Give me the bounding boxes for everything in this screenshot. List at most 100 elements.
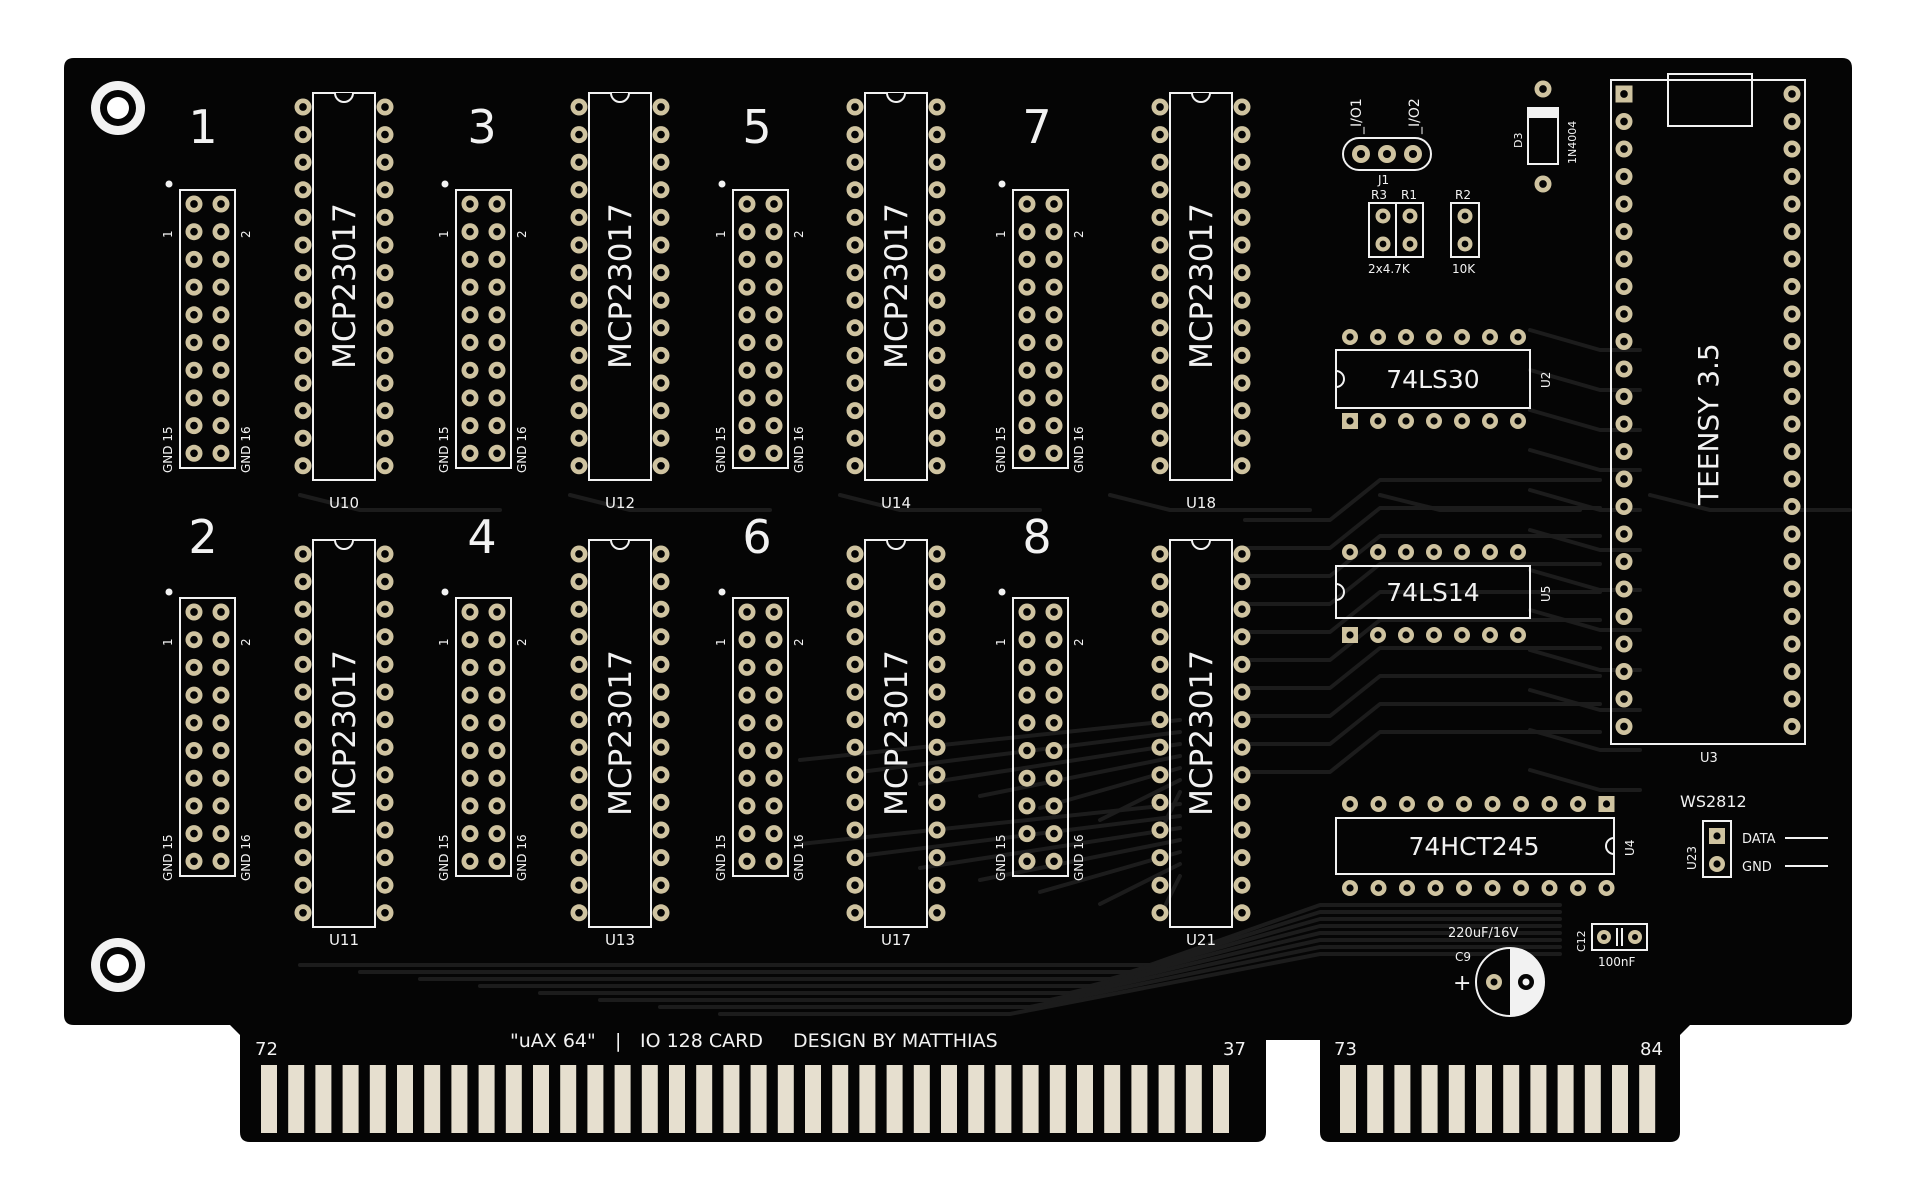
chip-u2: 74LS30 U2 xyxy=(1335,349,1553,409)
ws2812-data-label: DATA xyxy=(1742,832,1776,847)
pad-hole xyxy=(466,663,474,672)
finger xyxy=(1584,1065,1601,1133)
logic-chip-pads xyxy=(1342,329,1615,896)
finger xyxy=(941,1065,957,1133)
pad-hole xyxy=(1023,802,1031,810)
pad-hole xyxy=(1620,667,1628,676)
pad-hole xyxy=(381,577,389,586)
pad-hole xyxy=(466,746,474,755)
pad-hole xyxy=(575,632,583,641)
pad-hole xyxy=(1156,770,1164,779)
pad-hole xyxy=(1620,227,1628,236)
pad-hole xyxy=(1238,296,1246,305)
pad-hole xyxy=(217,366,225,375)
pad-hole xyxy=(657,632,665,641)
gnd15-label: GND 15 xyxy=(994,834,1008,881)
pad-hole xyxy=(217,746,225,755)
pad-hole xyxy=(1238,158,1246,167)
pad-hole xyxy=(1620,475,1628,483)
pad-hole xyxy=(1620,557,1628,566)
trace xyxy=(798,802,1182,846)
pad-hole xyxy=(493,338,501,347)
finger xyxy=(261,1065,277,1133)
pad-hole xyxy=(1788,117,1796,126)
pad-hole xyxy=(466,718,474,727)
finger xyxy=(1476,1065,1492,1133)
pad-hole xyxy=(1539,85,1547,93)
pin1-dot xyxy=(998,180,1006,188)
expander-chips: MCP23017U10MCP23017U11MCP23017U12MCP2301… xyxy=(294,92,1251,949)
pad-hole xyxy=(1346,548,1354,556)
pad-hole xyxy=(299,268,307,277)
pad-hole xyxy=(851,770,859,779)
pad-hole xyxy=(1539,180,1547,188)
pad-hole xyxy=(1238,213,1246,222)
pad-hole xyxy=(770,718,778,727)
pad-hole xyxy=(299,130,307,139)
trace xyxy=(838,493,1042,512)
pad-hole xyxy=(743,746,751,755)
pad-hole xyxy=(1486,333,1494,341)
pad-hole xyxy=(743,255,751,264)
pad-hole xyxy=(1788,310,1796,318)
pad-hole xyxy=(933,908,941,917)
chip-name: MCP23017 xyxy=(327,203,363,369)
pad-hole xyxy=(1620,502,1628,511)
pad-hole xyxy=(575,130,583,139)
pad-hole xyxy=(1050,310,1058,319)
pad-hole xyxy=(1788,585,1796,593)
pad-hole xyxy=(575,103,583,111)
pad-hole xyxy=(1788,90,1796,98)
pad-hole xyxy=(1430,631,1438,639)
pad-hole xyxy=(575,434,583,443)
pad-hole xyxy=(1788,365,1796,373)
pad-hole xyxy=(933,715,941,724)
pad-hole xyxy=(1238,550,1246,558)
pad-hole xyxy=(1050,774,1058,783)
pad-hole xyxy=(1023,746,1031,755)
pad-hole xyxy=(299,743,307,752)
pad-hole xyxy=(381,770,389,779)
pad-hole xyxy=(299,853,307,862)
pin1-label: 1 xyxy=(437,230,451,238)
r1-ref: R1 xyxy=(1401,188,1417,202)
pad-hole xyxy=(770,746,778,755)
pad-hole xyxy=(493,394,501,402)
pad-hole xyxy=(1431,800,1440,808)
pad-hole xyxy=(770,338,778,347)
finger xyxy=(696,1065,713,1133)
pad-hole xyxy=(1156,379,1164,387)
pad-hole xyxy=(299,577,307,586)
pad-hole xyxy=(657,213,665,222)
pad-hole xyxy=(299,715,307,724)
pad-hole xyxy=(1620,172,1628,181)
pad-hole xyxy=(1486,631,1494,639)
pad-hole xyxy=(1545,884,1554,892)
trace xyxy=(1528,448,1642,472)
pad-hole xyxy=(770,691,778,699)
header-outline xyxy=(455,189,512,469)
pad-hole xyxy=(657,908,665,917)
pad-hole xyxy=(466,421,474,430)
pad-hole xyxy=(1402,548,1410,556)
chip-name: MCP23017 xyxy=(603,650,639,816)
pad-hole xyxy=(657,103,665,111)
pad-hole xyxy=(575,296,583,305)
trace xyxy=(1243,674,1602,718)
pad-hole xyxy=(1620,447,1628,456)
pad-hole xyxy=(933,213,941,222)
pad-hole xyxy=(217,857,225,866)
pad-hole xyxy=(933,379,941,387)
pad-hole xyxy=(1050,746,1058,755)
pad-hole xyxy=(493,283,501,291)
pad-hole xyxy=(1788,337,1796,346)
header-number: 6 xyxy=(742,510,771,564)
pad-hole xyxy=(1788,475,1796,483)
